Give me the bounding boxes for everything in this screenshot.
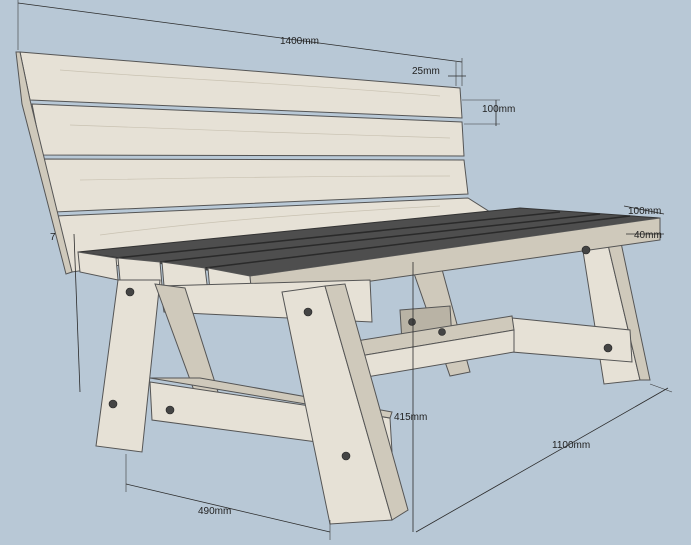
- bolt: [581, 245, 591, 255]
- dim-back-board-height: 100mm: [482, 104, 515, 115]
- bolt: [341, 451, 351, 461]
- dim-seat-height: 415mm: [394, 412, 427, 423]
- front-frame: [95, 279, 409, 525]
- bolt: [438, 328, 446, 336]
- dim-back-height: 7: [50, 232, 56, 243]
- seat: [77, 207, 661, 299]
- backrest: [15, 51, 492, 275]
- dim-seat-board-width: 100mm: [628, 206, 661, 217]
- dim-overall-length: 1400mm: [280, 36, 319, 47]
- dim-leg-spread: 490mm: [198, 506, 231, 517]
- front-leg-left-outer: [95, 279, 161, 453]
- bolt: [108, 399, 118, 409]
- dim-board-thickness: 25mm: [412, 66, 440, 77]
- dim-base-length: 1100mm: [552, 440, 590, 451]
- back-board-ends: [15, 51, 73, 275]
- front-leg-right-side: [324, 283, 409, 521]
- bolt: [603, 343, 613, 353]
- bolt: [125, 287, 135, 297]
- dim-seat-board-thickness: 40mm: [634, 230, 662, 241]
- dimension-lines: [17, 0, 673, 540]
- bolt: [408, 318, 416, 326]
- bolts: [108, 245, 613, 461]
- bolt: [303, 307, 313, 317]
- bolt: [165, 405, 175, 415]
- dimension-labels: 1400mm 25mm 100mm 100mm 40mm 7 415mm 110…: [50, 36, 662, 517]
